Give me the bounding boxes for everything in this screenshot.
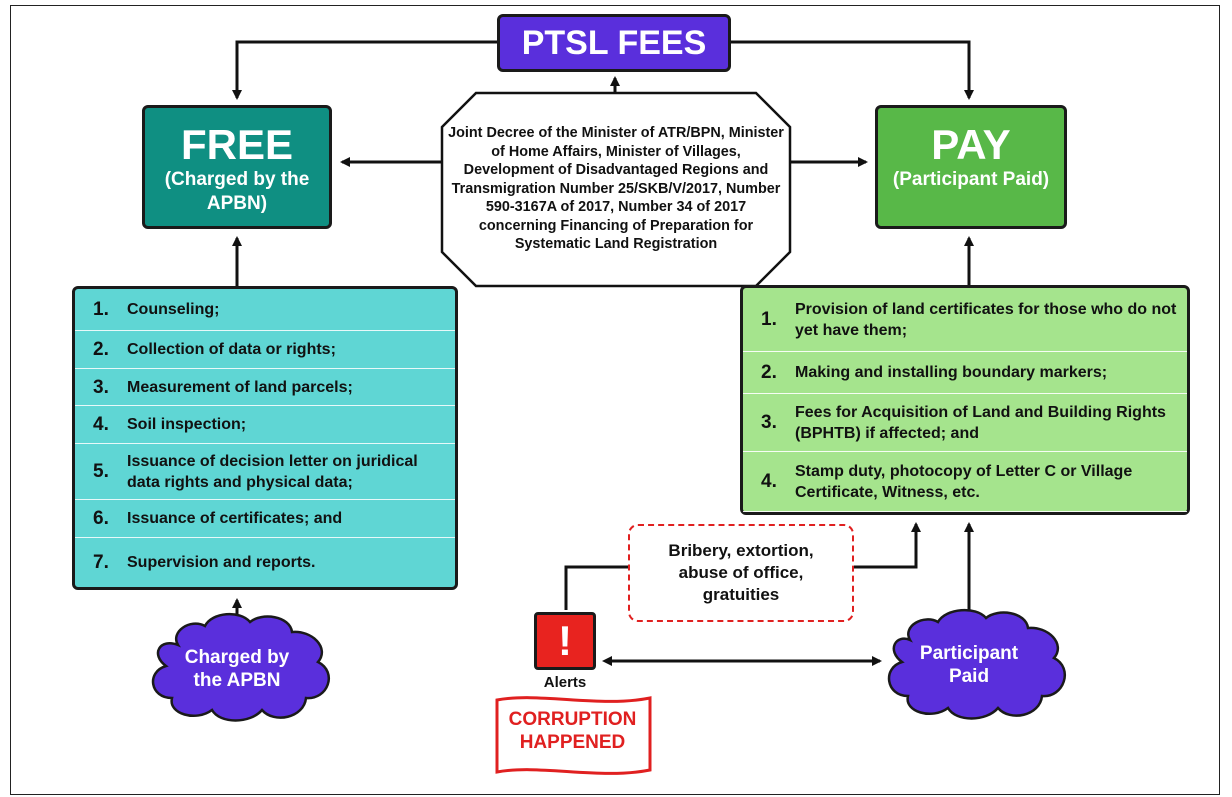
item-text: Fees for Acquisition of Land and Buildin…	[795, 403, 1166, 442]
alert-label: Alerts	[543, 674, 587, 691]
item-text: Issuance of certificates; and	[127, 510, 343, 527]
item-number: 6.	[93, 508, 109, 529]
pay-subheading: (Participant Paid)	[892, 169, 1050, 190]
title-box: PTSL FEES	[497, 14, 731, 72]
cloud-right-line2: Paid	[948, 666, 990, 687]
list-item: 7. Supervision and reports.	[75, 538, 455, 586]
free-box: FREE (Charged by the APBN)	[142, 105, 332, 229]
alert-symbol: !	[558, 617, 572, 664]
title-text: PTSL FEES	[521, 23, 707, 62]
bribery-text: Bribery, extortion, abuse of office, gra…	[668, 541, 814, 604]
item-text: Supervision and reports.	[127, 553, 316, 571]
list-item: 1. Provision of land certificates for tho…	[743, 288, 1187, 352]
list-item: 4. Stamp duty, photocopy of Letter C or V…	[743, 452, 1187, 512]
corruption-banner	[495, 696, 652, 775]
decree-text: Joint Decree of the Minister of ATR/BPN,…	[448, 124, 784, 253]
free-heading: FREE	[180, 121, 293, 168]
item-number: 3.	[93, 376, 109, 398]
list-item: 2. Making and installing boundary markers…	[743, 352, 1187, 394]
bribery-box: Bribery, extortion, abuse of office, gra…	[628, 524, 854, 622]
list-item: 2. Collection of data or rights;	[75, 331, 455, 369]
banner-line1: CORRUPTION	[508, 709, 637, 730]
list-item: 1. Counseling;	[75, 289, 455, 331]
item-text: Provision of land certificates for those…	[795, 300, 1177, 339]
item-number: 1.	[761, 309, 777, 330]
banner-line2: HAPPENED	[519, 732, 626, 753]
item-text: Making and installing boundary markers;	[795, 364, 1108, 381]
cloud-left-line1: Charged by	[184, 647, 290, 668]
item-text: Counseling;	[127, 301, 220, 318]
arrow-title-to-pay	[731, 40, 974, 100]
item-number: 3.	[761, 412, 777, 433]
cloud-left	[151, 613, 330, 722]
alert-icon: !	[534, 612, 596, 670]
list-item: 3. Fees for Acquisition of Land and Build…	[743, 394, 1187, 452]
item-text: Measurement of land parcels;	[127, 378, 353, 396]
item-number: 1.	[93, 299, 109, 320]
item-number: 5.	[93, 461, 109, 482]
item-number: 2.	[761, 362, 777, 383]
list-item: 4. Soil inspection;	[75, 406, 455, 444]
pay-box: PAY (Participant Paid)	[875, 105, 1067, 229]
diagram-frame	[10, 5, 1220, 795]
item-text: Collection of data or rights;	[127, 341, 336, 358]
item-text: Soil inspection;	[127, 416, 247, 433]
cloud-right	[887, 609, 1066, 720]
cloud-left-line2: the APBN	[193, 670, 281, 691]
pay-heading: PAY	[931, 121, 1011, 168]
item-number: 4.	[93, 414, 109, 435]
arrow-alert-to-paylist	[564, 524, 916, 610]
arrow-title-to-free	[232, 40, 497, 100]
corruption-banner-text: CORRUPTION HAPPENED	[495, 708, 650, 754]
cloud-right-label: Participant Paid	[904, 642, 1034, 688]
free-items-list: 1. Counseling; 2. Collection of data or ri…	[72, 286, 458, 590]
item-text: Stamp duty, photocopy of Letter C or Vil…	[795, 462, 1133, 501]
list-item: 5. Issuance of decision letter on juridic…	[75, 444, 455, 500]
item-number: 4.	[761, 471, 777, 492]
free-subheading: (Charged by the APBN)	[164, 169, 310, 214]
item-text: Issuance of decision letter on juridical…	[127, 452, 418, 491]
list-item: 6. Issuance of certificates; and	[75, 500, 455, 538]
pay-items-list: 1. Provision of land certificates for tho…	[740, 285, 1190, 515]
item-number: 7.	[93, 551, 109, 573]
list-item: 3. Measurement of land parcels;	[75, 369, 455, 406]
cloud-left-label: Charged by the APBN	[172, 646, 302, 692]
cloud-right-line1: Participant	[919, 643, 1019, 664]
item-number: 2.	[93, 339, 109, 360]
